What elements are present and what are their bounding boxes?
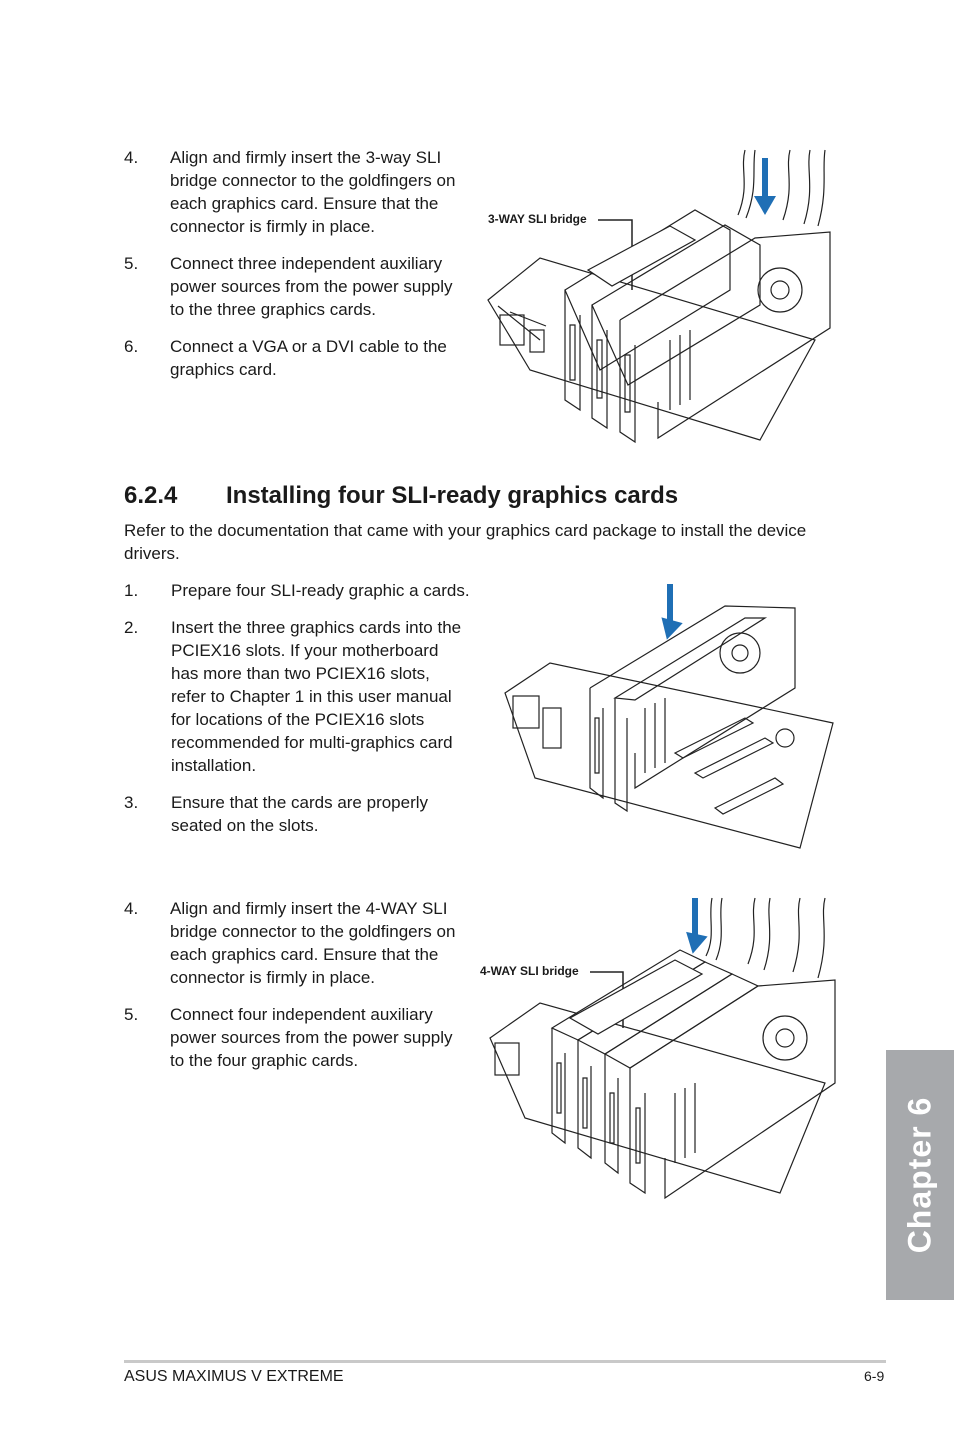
motherboard-outline bbox=[487, 257, 816, 441]
step-text: Connect a VGA or a DVI cable to the grap… bbox=[170, 337, 447, 379]
step-text: Align and firmly insert the 3-way SLI br… bbox=[170, 148, 456, 236]
graphics-card-1 bbox=[564, 209, 731, 412]
step-number: 4. bbox=[124, 148, 139, 167]
step-number: 2. bbox=[124, 618, 139, 637]
figure-4way-sli-illustration bbox=[489, 897, 836, 1200]
section-intro: Refer to the documentation that came wit… bbox=[124, 521, 807, 563]
sli-bridge bbox=[568, 959, 704, 1035]
step-4-4way: 4. Align and firmly insert the 4-WAY SLI… bbox=[124, 897, 474, 989]
step-text: Connect three independent auxiliary powe… bbox=[170, 254, 453, 319]
step-number: 3. bbox=[124, 793, 139, 812]
motherboard-outline bbox=[489, 1002, 826, 1194]
footer-product-name: ASUS MAXIMUS V EXTREME bbox=[124, 1368, 344, 1385]
footer-page-number: 6-9 bbox=[864, 1368, 885, 1384]
step-number: 5. bbox=[124, 1005, 139, 1024]
graphics-card-1 bbox=[589, 605, 796, 800]
graphics-card-2 bbox=[591, 224, 761, 430]
step-4-3way: 4. Align and firmly insert the 3-way SLI… bbox=[124, 146, 474, 238]
insert-arrow bbox=[686, 898, 708, 954]
power-cables bbox=[737, 149, 826, 227]
step-number: 1. bbox=[124, 581, 139, 600]
step-number: 6. bbox=[124, 337, 139, 356]
insert-arrow bbox=[754, 158, 776, 215]
insert-arrow bbox=[661, 584, 683, 640]
chapter-tab-label: Chapter 6 bbox=[901, 1096, 938, 1254]
section-number: 6.2.4 bbox=[124, 482, 178, 509]
step-1-4way: 1. Prepare four SLI-ready graphic a card… bbox=[124, 579, 484, 602]
footer-divider bbox=[124, 1360, 886, 1363]
figure-insert-cards-illustration bbox=[504, 584, 834, 849]
step-5-4way: 5. Connect four independent auxiliary po… bbox=[124, 1003, 474, 1073]
section-title: Installing four SLI-ready graphics cards bbox=[226, 482, 679, 509]
step-text: Prepare four SLI-ready graphic a cards. bbox=[171, 581, 470, 600]
graphics-card-4 bbox=[629, 979, 836, 1200]
step-number: 5. bbox=[124, 254, 139, 273]
step-5-3way: 5. Connect three independent auxiliary p… bbox=[124, 252, 474, 322]
chapter-tab: Chapter 6 bbox=[886, 1050, 954, 1300]
figure1-callout-label: 3-WAY SLI bridge bbox=[488, 212, 587, 226]
step-text: Align and firmly insert the 4-WAY SLI br… bbox=[170, 899, 456, 987]
step-6-3way: 6. Connect a VGA or a DVI cable to the g… bbox=[124, 335, 474, 381]
step-number: 4. bbox=[124, 899, 139, 918]
power-cables bbox=[705, 897, 826, 979]
figure3-callout-label: 4-WAY SLI bridge bbox=[480, 964, 579, 978]
step-text: Insert the three graphics cards into the… bbox=[171, 618, 462, 775]
step-2-4way: 2. Insert the three graphics cards into … bbox=[124, 616, 484, 778]
step-text: Ensure that the cards are properly seate… bbox=[171, 793, 429, 835]
step-3-4way: 3. Ensure that the cards are properly se… bbox=[124, 791, 484, 837]
figure-3way-sli-illustration bbox=[487, 149, 831, 444]
sli-bridge bbox=[586, 225, 697, 287]
graphics-card-3 bbox=[619, 231, 831, 444]
motherboard-outline bbox=[504, 662, 834, 849]
step-text: Connect four independent auxiliary power… bbox=[170, 1005, 453, 1070]
graphics-card-2 bbox=[613, 617, 768, 813]
